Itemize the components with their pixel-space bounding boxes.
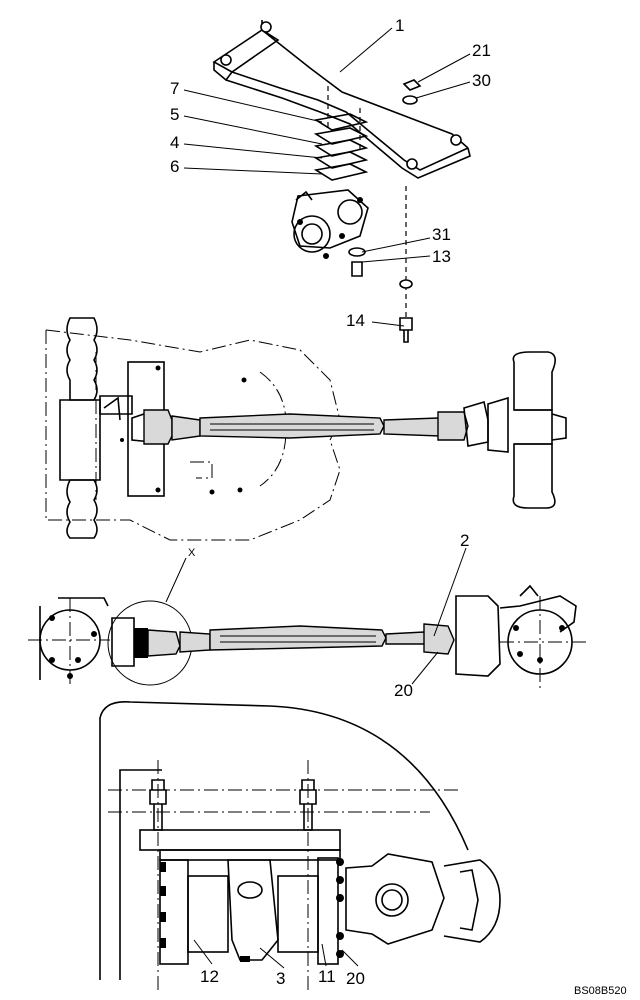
side-view: X 2 20 xyxy=(28,531,590,700)
exploded-leaders xyxy=(183,27,471,327)
callout-20-side: 20 xyxy=(394,681,413,700)
detail-x-view: 12 3 11 20 xyxy=(99,701,501,990)
callout-4: 4 xyxy=(170,133,179,152)
callout-14: 14 xyxy=(346,311,365,330)
top-view xyxy=(45,317,567,541)
callout-30: 30 xyxy=(472,71,491,90)
side-driveshaft xyxy=(179,623,455,655)
detail-label-x: X xyxy=(188,547,196,559)
callout-13: 13 xyxy=(432,247,451,266)
callout-12: 12 xyxy=(200,967,219,986)
callout-3: 3 xyxy=(276,969,285,988)
callout-11: 11 xyxy=(318,967,336,986)
front-tire-lower xyxy=(66,479,98,539)
callout-2: 2 xyxy=(460,531,469,550)
support-bracket xyxy=(212,20,471,179)
bearing-housing xyxy=(291,189,369,259)
front-tire-upper xyxy=(66,317,98,401)
callout-5: 5 xyxy=(170,105,179,124)
rear-tire-bottom xyxy=(512,443,556,509)
drawing-reference-code: BS08B520 xyxy=(574,985,627,997)
top-driveshaft xyxy=(143,409,469,445)
rear-hub xyxy=(507,609,573,675)
callout-1: 1 xyxy=(395,16,404,35)
exploded-view: 1 21 30 7 5 4 6 31 13 14 xyxy=(170,16,491,343)
fasteners xyxy=(348,79,422,343)
rear-tire-top xyxy=(512,351,556,411)
callout-21: 21 xyxy=(472,41,491,60)
callout-6: 6 xyxy=(170,157,179,176)
callout-7: 7 xyxy=(170,79,179,98)
callout-20-detail: 20 xyxy=(346,969,365,988)
chassis-outline xyxy=(45,329,341,541)
callout-31: 31 xyxy=(432,225,451,244)
